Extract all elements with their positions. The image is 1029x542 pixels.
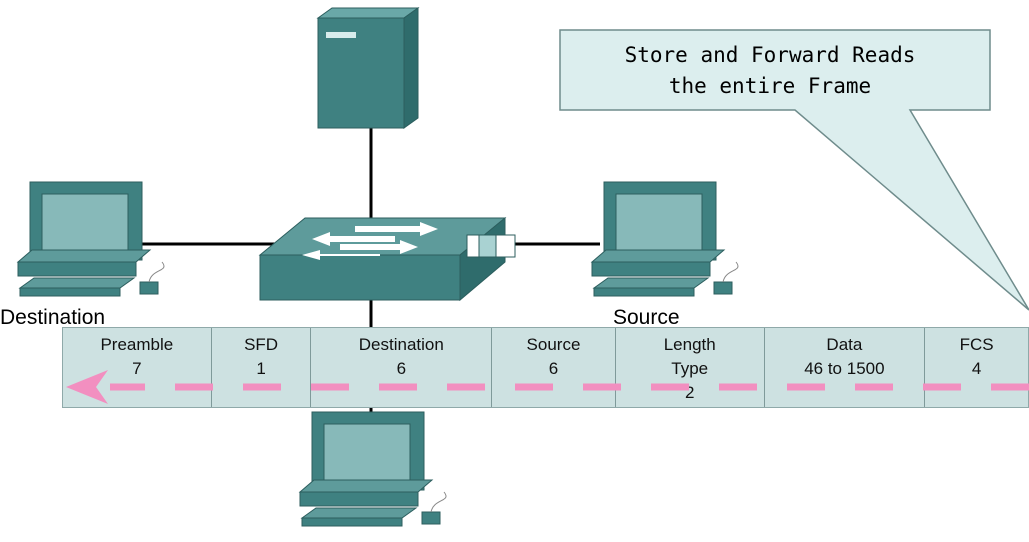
field-size: 4	[971, 359, 982, 378]
callout-line-2: the entire Frame	[668, 74, 872, 98]
field-size: 2	[684, 383, 695, 402]
field-name: FCS	[959, 335, 994, 354]
field-name: Source	[526, 335, 581, 354]
field-size: 7	[132, 359, 142, 378]
field-name: Preamble	[100, 335, 174, 354]
field-name: Destination	[358, 335, 444, 354]
field-name: Data	[826, 335, 863, 354]
field-size: 6	[396, 359, 407, 378]
frame-field-source: Source 6	[492, 328, 616, 407]
callout-bubble	[559, 29, 1029, 311]
frame-segment-icon	[466, 234, 516, 258]
field-name: SFD	[244, 335, 279, 354]
bottom-computer-icon	[298, 411, 447, 527]
field-size: 1	[256, 359, 266, 378]
field-name: Length	[663, 335, 716, 354]
callout-text: Store and Forward Reads the entire Frame	[560, 40, 980, 102]
source-label: Source	[613, 306, 680, 329]
frame-field-destination: Destination 6	[311, 328, 493, 407]
destination-label: Destination	[0, 306, 106, 329]
frame-field-fcs: FCS 4	[925, 328, 1028, 407]
frame-field-sfd: SFD 1	[212, 328, 312, 407]
server-icon	[316, 7, 420, 129]
frame-field-preamble: Preamble 7	[63, 328, 212, 407]
field-size: 6	[548, 359, 559, 378]
ethernet-frame: Preamble 7 SFD 1 Destination 6 Source 6 …	[62, 327, 1029, 408]
source-computer-icon	[590, 181, 739, 297]
switch-icon	[258, 216, 507, 302]
field-size: 46 to 1500	[804, 359, 885, 378]
frame-field-length-type: Length Type 2	[616, 328, 765, 407]
callout-line-1: Store and Forward Reads	[624, 43, 916, 67]
field-name-2: Type	[671, 359, 709, 378]
destination-computer-icon	[16, 181, 165, 297]
frame-field-data: Data 46 to 1500	[765, 328, 926, 407]
